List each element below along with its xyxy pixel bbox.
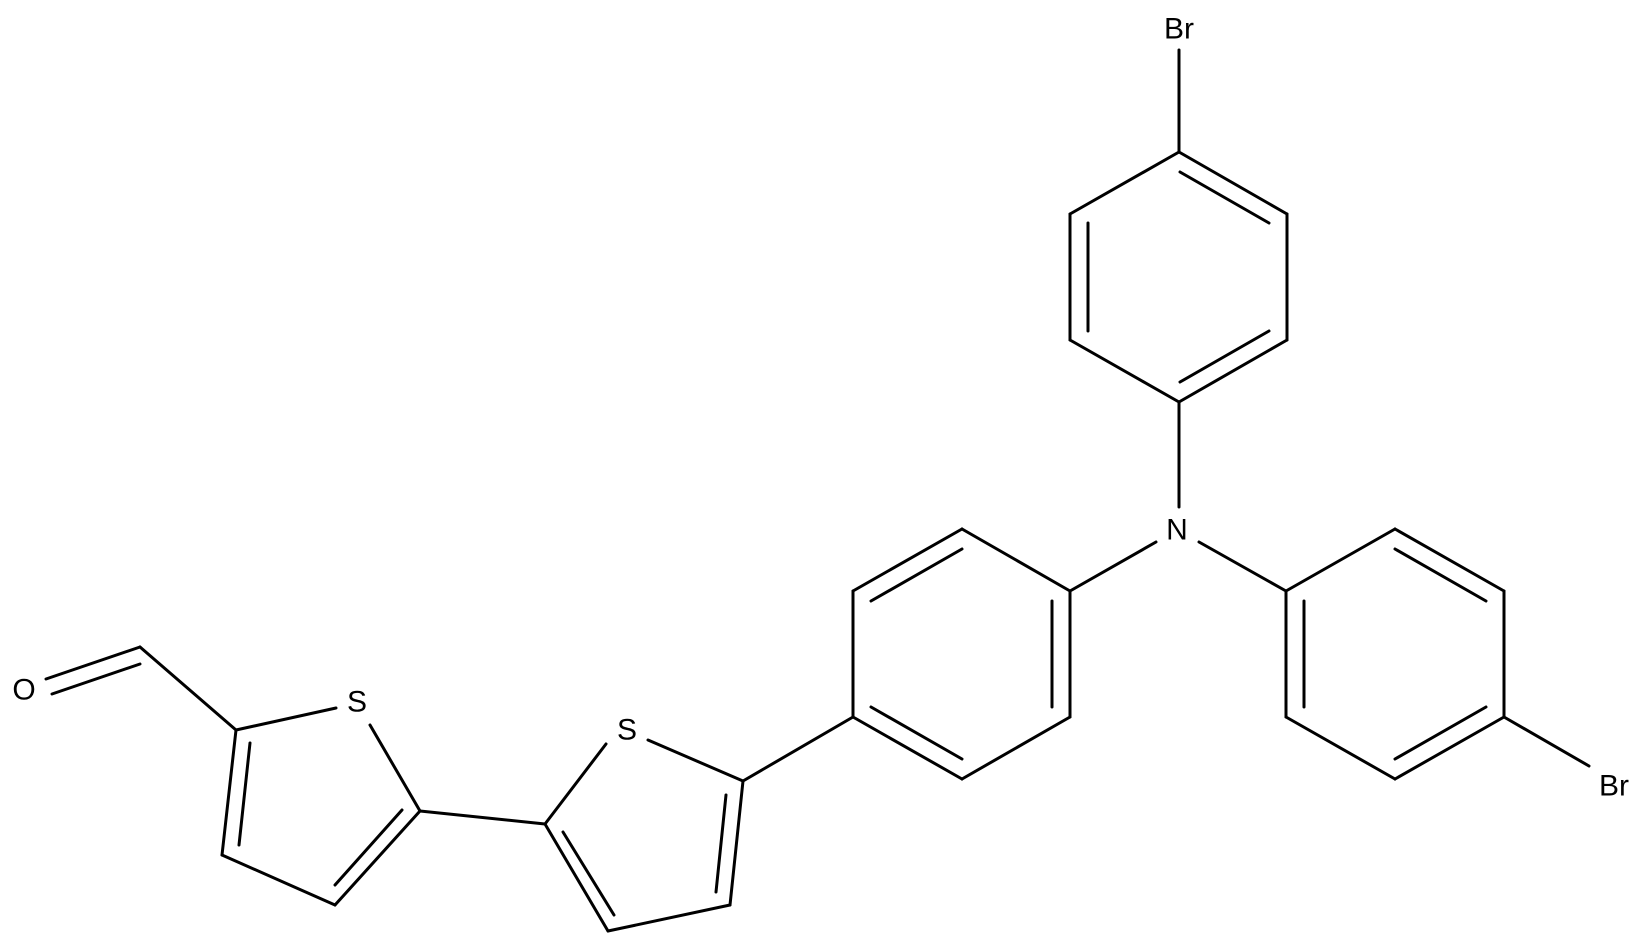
bromine-right-label: Br: [1599, 770, 1629, 803]
nitrogen-label: N: [1166, 514, 1188, 547]
bond-n-phenyl: [1068, 540, 1158, 593]
sulfur-middle-label: S: [617, 714, 637, 747]
oxygen-label: O: [12, 674, 35, 707]
bond-phenyl-thiophene: [741, 715, 855, 783]
bond-n-right-ring: [1197, 540, 1288, 593]
top-bromophenyl-ring: [1068, 48, 1289, 509]
aldehyde-group: [44, 645, 238, 732]
bond-network: [44, 48, 1591, 933]
right-bromophenyl-ring: [1284, 527, 1591, 781]
left-thiophene-ring: [220, 706, 422, 907]
bromine-top-label: Br: [1164, 13, 1194, 46]
middle-thiophene-ring: [543, 738, 745, 933]
sulfur-left-label: S: [347, 686, 367, 719]
bond-thiophene-thiophene: [418, 809, 547, 826]
central-phenylene-ring: [851, 527, 1072, 781]
